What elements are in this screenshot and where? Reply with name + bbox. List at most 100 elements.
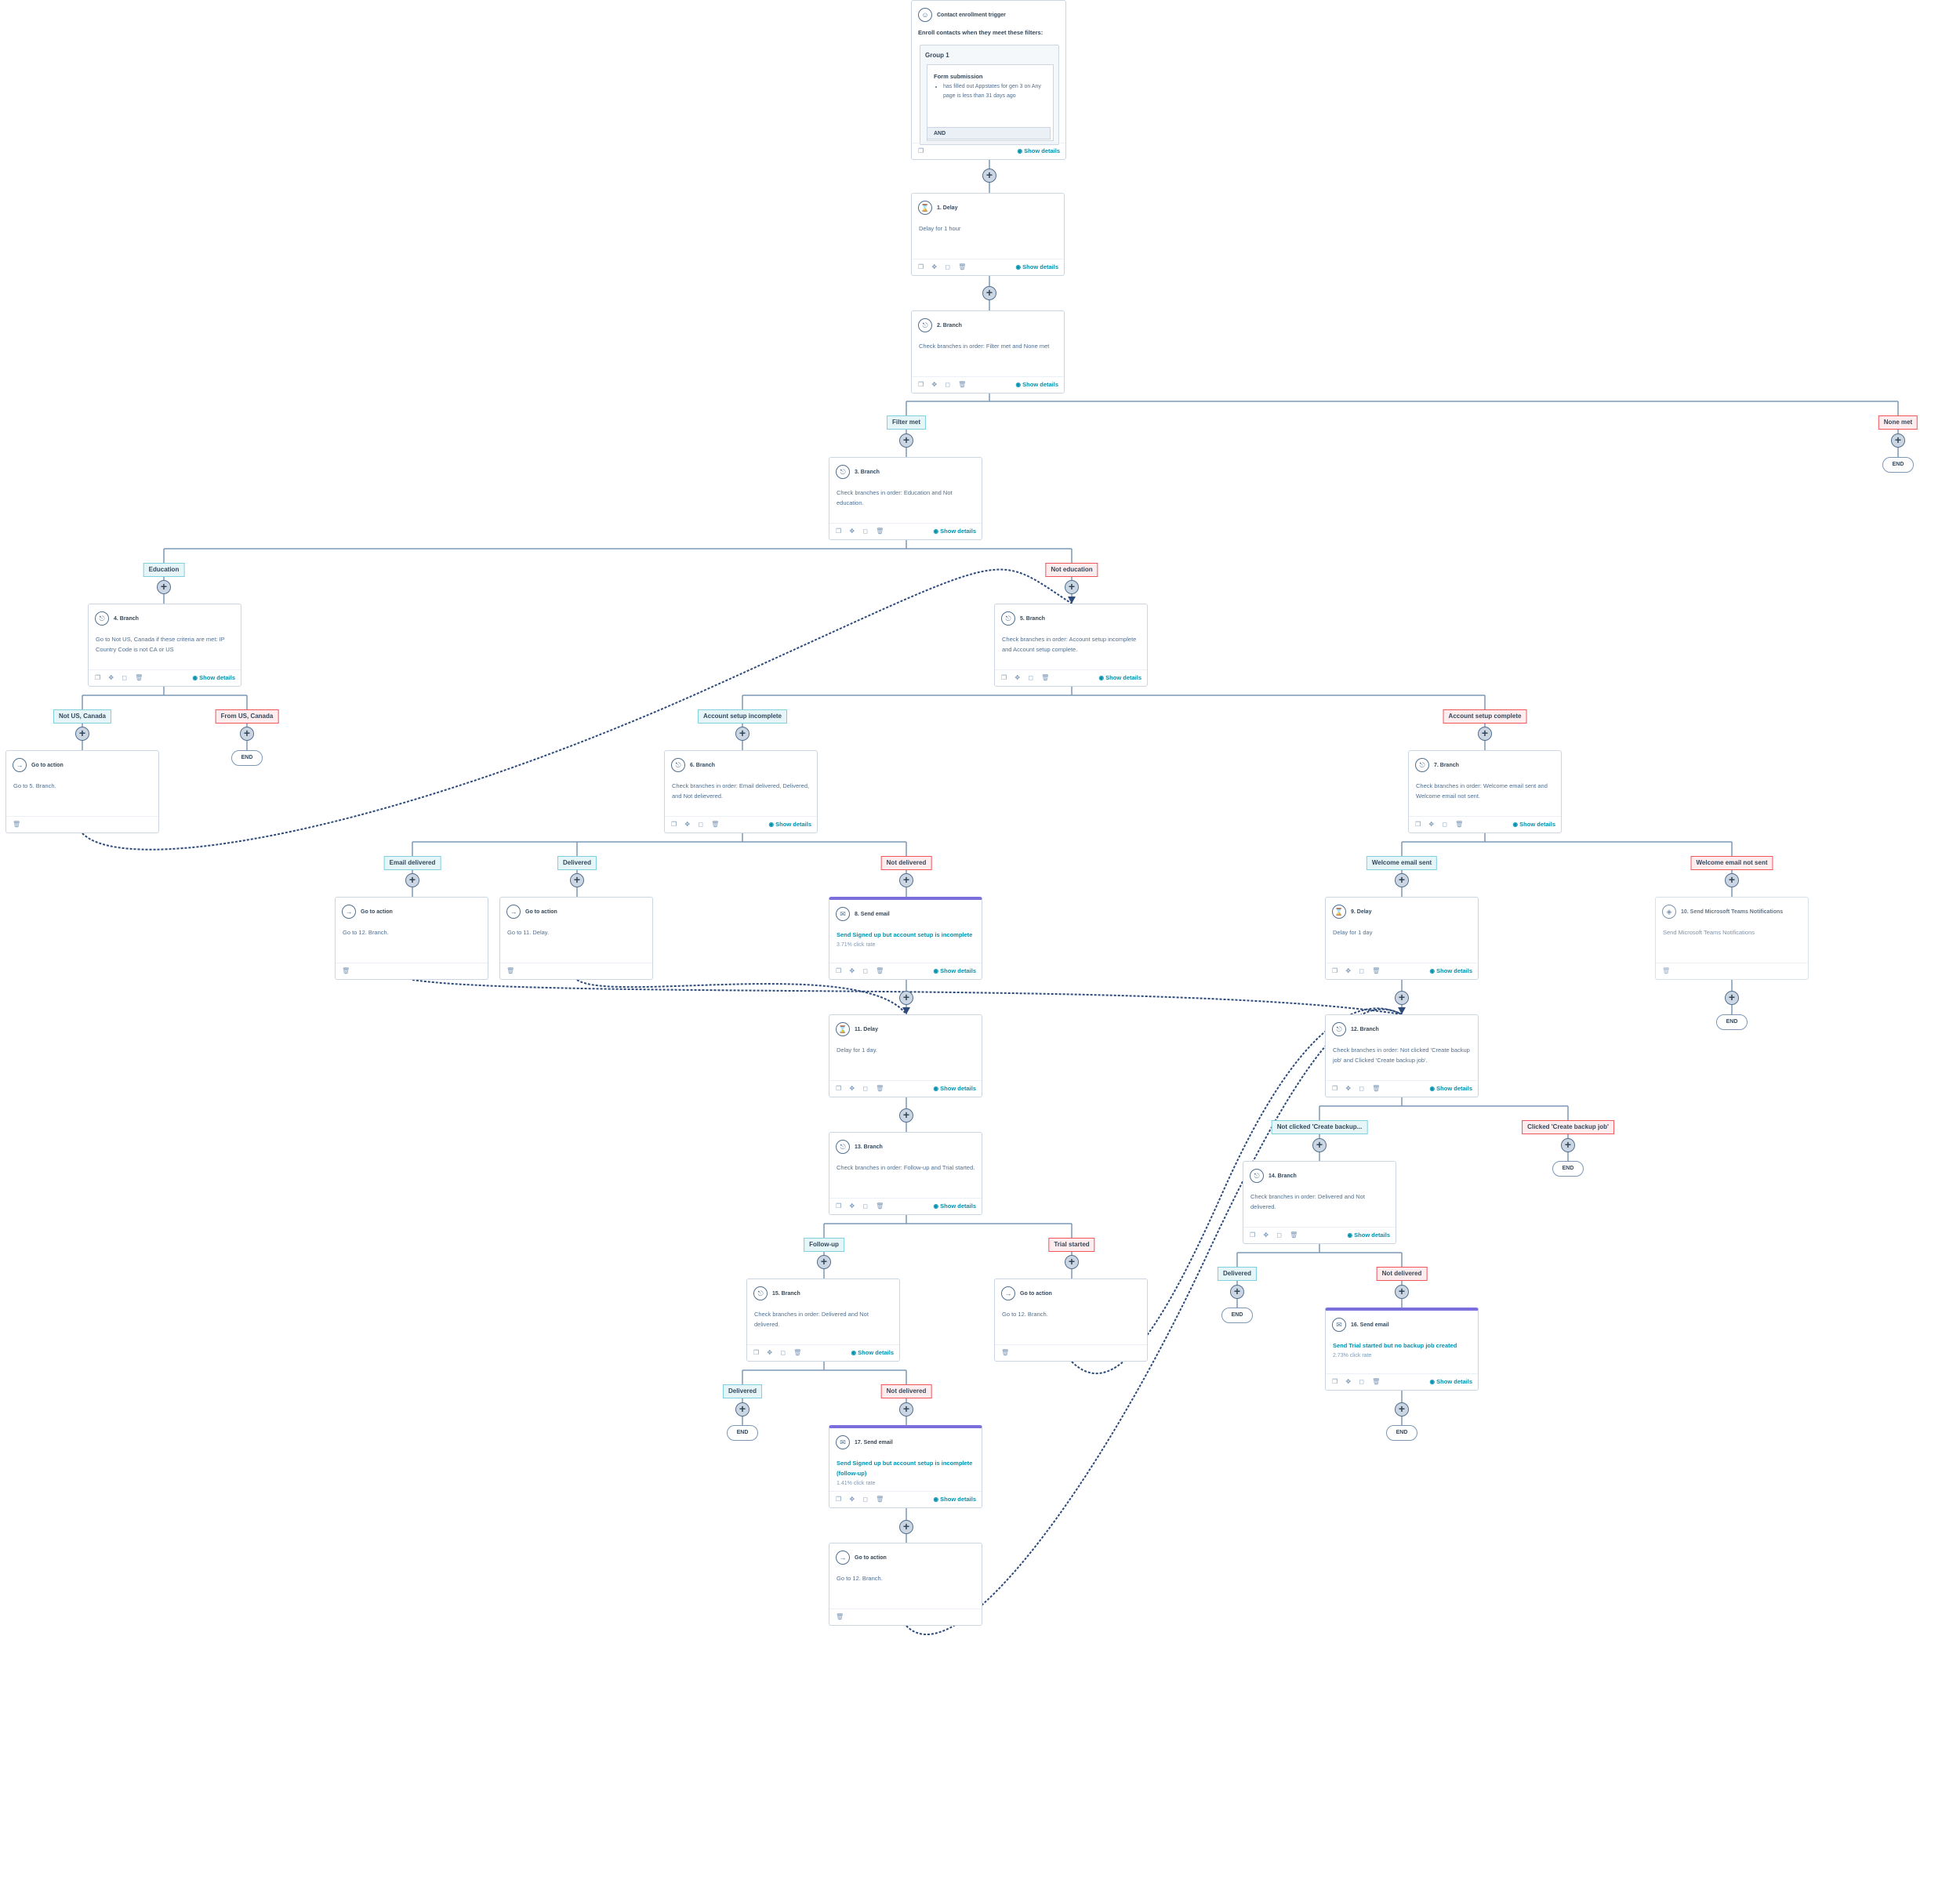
action-card-g5[interactable]: → Go to action Go to 12. Branch. 🗑 (829, 1543, 982, 1626)
add-action-button[interactable]: + (735, 727, 750, 741)
add-action-button[interactable]: + (405, 873, 419, 887)
show-details-link[interactable]: ◉ Show details (933, 1202, 976, 1210)
add-action-button[interactable]: + (817, 1255, 831, 1269)
card-tool-icons[interactable]: ❐ ✥ ◻ 🗑 (753, 1349, 805, 1356)
card-tool-icons[interactable]: ❐ ✥ ◻ 🗑 (836, 1202, 887, 1210)
add-action-button[interactable]: + (1395, 1285, 1409, 1299)
branch-label[interactable]: Trial started (1048, 1238, 1095, 1252)
action-card-15[interactable]: ⎋ 15. Branch Check branches in order: De… (746, 1279, 900, 1362)
action-card-17[interactable]: ✉ 17. Send email Send Signed up but acco… (829, 1425, 982, 1508)
card-tool-icons[interactable]: ❐ ✥ ◻ 🗑 (95, 674, 147, 681)
action-card-13[interactable]: ⎋ 13. Branch Check branches in order: Fo… (829, 1132, 982, 1215)
show-details-link[interactable]: ◉ Show details (933, 1085, 976, 1092)
show-details-link[interactable]: ◉ Show details (851, 1349, 894, 1356)
add-action-button[interactable]: + (1065, 580, 1079, 594)
card-tool-icons[interactable]: ❐ ✥ ◻ 🗑 (918, 263, 970, 270)
show-details-link[interactable]: ◉ Show details (933, 967, 976, 974)
card-tool-icons[interactable]: ❐ ✥ ◻ 🗑 (836, 528, 887, 535)
show-details-link[interactable]: ◉ Show details (1429, 1085, 1472, 1092)
branch-label[interactable]: Email delivered (383, 856, 441, 870)
add-action-button[interactable]: + (735, 1402, 750, 1416)
add-action-button[interactable]: + (1312, 1138, 1327, 1152)
add-action-button[interactable]: + (982, 169, 996, 183)
add-action-button[interactable]: + (1395, 991, 1409, 1005)
action-card-9[interactable]: ⌛ 9. Delay Delay for 1 day ❐ ✥ ◻ 🗑 ◉ Sho… (1325, 897, 1479, 980)
add-action-button[interactable]: + (1561, 1138, 1575, 1152)
action-card-1[interactable]: ⌛ 1. Delay Delay for 1 hour ❐ ✥ ◻ 🗑 ◉ Sh… (911, 193, 1065, 276)
action-card-g4[interactable]: → Go to action Go to 12. Branch. 🗑 (994, 1279, 1148, 1362)
show-details-link[interactable]: ◉ Show details (1512, 821, 1555, 828)
card-tool-icons[interactable]: 🗑 (13, 821, 24, 828)
card-tool-icons[interactable]: ❐ ✥ ◻ 🗑 (836, 967, 887, 974)
action-card-g1[interactable]: → Go to action Go to 5. Branch. 🗑 (5, 750, 159, 833)
show-details-link[interactable]: ◉ Show details (1015, 381, 1058, 388)
action-card-5[interactable]: ⎋ 5. Branch Check branches in order: Acc… (994, 604, 1148, 687)
add-action-button[interactable]: + (1891, 433, 1905, 448)
show-details-link[interactable]: ◉ Show details (933, 1496, 976, 1503)
branch-label[interactable]: Delivered (1217, 1267, 1258, 1281)
add-action-button[interactable]: + (899, 991, 913, 1005)
add-action-button[interactable]: + (1478, 727, 1492, 741)
branch-label[interactable]: Account setup complete (1443, 709, 1527, 724)
add-action-button[interactable]: + (899, 1108, 913, 1123)
add-action-button[interactable]: + (240, 727, 254, 741)
add-action-button[interactable]: + (1395, 1402, 1409, 1416)
card-tool-icons[interactable]: ❐ ✥ ◻ 🗑 (1001, 674, 1053, 681)
add-action-button[interactable]: + (570, 873, 584, 887)
action-card-11[interactable]: ⌛ 11. Delay Delay for 1 day. ❐ ✥ ◻ 🗑 ◉ S… (829, 1014, 982, 1097)
branch-label[interactable]: Not US, Canada (53, 709, 112, 724)
card-tool-icons[interactable]: 🗑 (836, 1613, 848, 1620)
card-tool-icons[interactable]: ❐ ✥ ◻ 🗑 (1332, 967, 1384, 974)
branch-label[interactable]: None met (1878, 415, 1918, 430)
card-tool-icons[interactable]: 🗑 (1001, 1349, 1013, 1356)
branch-label[interactable]: Clicked 'Create backup job' (1522, 1120, 1614, 1134)
copy-icon[interactable]: ❐ (918, 147, 924, 154)
add-action-button[interactable]: + (75, 727, 89, 741)
action-card-g3[interactable]: → Go to action Go to 11. Delay. 🗑 (499, 897, 653, 980)
branch-label[interactable]: Not delivered (880, 1384, 932, 1398)
branch-label[interactable]: Follow-up (804, 1238, 844, 1252)
card-tool-icons[interactable]: ❐ ✥ ◻ 🗑 (836, 1496, 887, 1503)
card-tool-icons[interactable]: ❐ ✥ ◻ 🗑 (1250, 1231, 1301, 1239)
show-details-link[interactable]: ◉ Show details (1347, 1231, 1390, 1239)
add-action-button[interactable]: + (899, 1520, 913, 1534)
branch-label[interactable]: Delivered (557, 856, 597, 870)
show-details-link[interactable]: ◉ Show details (1429, 967, 1472, 974)
add-action-button[interactable]: + (899, 1402, 913, 1416)
add-action-button[interactable]: + (1230, 1285, 1244, 1299)
add-action-button[interactable]: + (1065, 1255, 1079, 1269)
branch-label[interactable]: Filter met (886, 415, 927, 430)
add-action-button[interactable]: + (1395, 873, 1409, 887)
show-details-link[interactable]: ◉ Show details (768, 821, 811, 828)
card-tool-icons[interactable]: 🗑 (1662, 967, 1674, 974)
add-action-button[interactable]: + (899, 433, 913, 448)
action-card-12[interactable]: ⎋ 12. Branch Check branches in order: No… (1325, 1014, 1479, 1097)
action-card-16[interactable]: ✉ 16. Send email Send Trial started but … (1325, 1308, 1479, 1391)
action-card-4[interactable]: ⎋ 4. Branch Go to Not US, Canada if thes… (88, 604, 241, 687)
branch-label[interactable]: Not clicked 'Create backup... (1271, 1120, 1368, 1134)
branch-label[interactable]: Welcome email not sent (1690, 856, 1773, 870)
card-tool-icons[interactable]: ❐ ✥ ◻ 🗑 (671, 821, 723, 828)
branch-label[interactable]: Not delivered (1376, 1267, 1428, 1281)
add-action-button[interactable]: + (982, 286, 996, 300)
action-card-10[interactable]: ◈ 10. Send Microsoft Teams Notifications… (1655, 897, 1809, 980)
show-details-link[interactable]: ◉ Show details (1098, 674, 1142, 681)
action-card-2[interactable]: ⎋ 2. Branch Check branches in order: Fil… (911, 310, 1065, 394)
branch-label[interactable]: From US, Canada (215, 709, 279, 724)
show-details-link[interactable]: ◉ Show details (192, 674, 235, 681)
branch-label[interactable]: Delivered (722, 1384, 763, 1398)
branch-label[interactable]: Account setup incomplete (697, 709, 788, 724)
action-card-8[interactable]: ✉ 8. Send email Send Signed up but accou… (829, 897, 982, 980)
card-tool-icons[interactable]: ❐ ✥ ◻ 🗑 (836, 1085, 887, 1092)
branch-label[interactable]: Not delivered (880, 856, 932, 870)
action-card-g2[interactable]: → Go to action Go to 12. Branch. 🗑 (335, 897, 488, 980)
branch-label[interactable]: Welcome email sent (1366, 856, 1438, 870)
show-details-link[interactable]: ◉ Show details (1429, 1378, 1472, 1385)
card-tool-icons[interactable]: 🗑 (506, 967, 518, 974)
action-card-14[interactable]: ⎋ 14. Branch Check branches in order: De… (1243, 1161, 1396, 1244)
add-action-button[interactable]: + (1725, 991, 1739, 1005)
enrollment-trigger-card[interactable]: ☺ Contact enrollment trigger Enroll cont… (911, 0, 1066, 160)
card-tool-icons[interactable]: ❐ ✥ ◻ 🗑 (1332, 1085, 1384, 1092)
action-card-3[interactable]: ⎋ 3. Branch Check branches in order: Edu… (829, 457, 982, 540)
